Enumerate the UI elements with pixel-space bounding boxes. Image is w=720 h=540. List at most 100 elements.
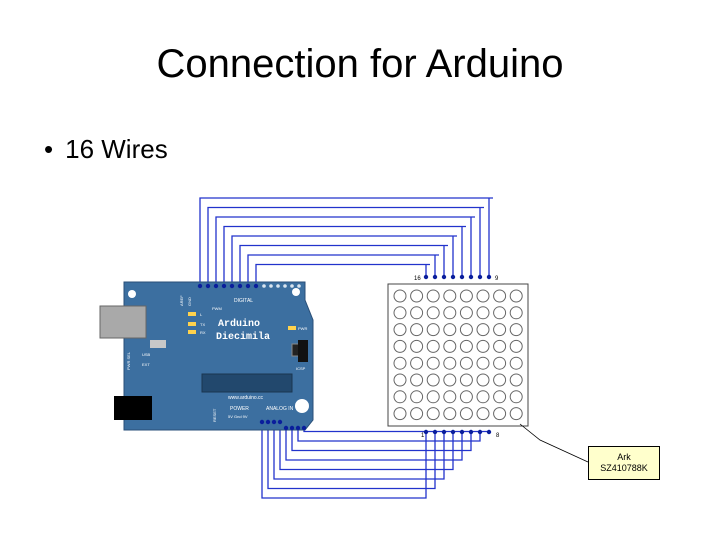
pin-dot bbox=[477, 429, 483, 435]
pin-dot bbox=[441, 274, 447, 280]
matrix-led bbox=[426, 339, 440, 353]
pin-dot bbox=[245, 283, 251, 289]
part-label-line2: SZ410788K bbox=[600, 463, 648, 473]
mount-hole bbox=[295, 399, 309, 413]
label-leader-line bbox=[519, 423, 589, 463]
matrix-led bbox=[493, 323, 507, 337]
pin-dot bbox=[423, 274, 429, 280]
matrix-led bbox=[393, 306, 407, 320]
matrix-led bbox=[476, 373, 490, 387]
wire bbox=[231, 235, 457, 286]
pin-dot bbox=[237, 283, 243, 289]
wire bbox=[247, 254, 439, 286]
matrix-led bbox=[443, 390, 457, 404]
wire bbox=[255, 263, 430, 286]
pin-dot bbox=[262, 284, 266, 288]
matrix-led bbox=[493, 373, 507, 387]
matrix-led bbox=[493, 356, 507, 370]
matrix-led bbox=[393, 289, 407, 303]
matrix-led bbox=[443, 373, 457, 387]
matrix-led bbox=[426, 373, 440, 387]
pin-1-label: 1 bbox=[421, 433, 425, 439]
matrix-led bbox=[443, 289, 457, 303]
matrix-led bbox=[410, 289, 424, 303]
matrix-led bbox=[443, 407, 457, 421]
matrix-led bbox=[509, 339, 523, 353]
matrix-bottom-pins bbox=[423, 429, 492, 435]
matrix-led bbox=[443, 306, 457, 320]
matrix-led bbox=[410, 407, 424, 421]
pin-dot bbox=[213, 283, 219, 289]
matrix-led bbox=[459, 306, 473, 320]
pin-dot bbox=[289, 425, 295, 431]
matrix-led bbox=[459, 289, 473, 303]
matrix-led bbox=[476, 289, 490, 303]
pin-dot bbox=[301, 425, 307, 431]
matrix-led bbox=[459, 407, 473, 421]
pin-16-label: 16 bbox=[414, 276, 421, 282]
pin-dot bbox=[295, 425, 301, 431]
label-tx: TX bbox=[200, 322, 205, 327]
matrix-led bbox=[410, 356, 424, 370]
pin-dot bbox=[205, 283, 211, 289]
matrix-grid bbox=[393, 289, 523, 421]
analog-pin-header bbox=[259, 419, 307, 431]
mount-hole bbox=[128, 290, 136, 298]
matrix-led bbox=[476, 407, 490, 421]
pin-dot bbox=[423, 429, 429, 435]
label-usb: USB bbox=[142, 352, 151, 357]
matrix-led bbox=[493, 407, 507, 421]
label-gnd: GND bbox=[187, 297, 192, 306]
board-name: Arduino bbox=[218, 318, 260, 330]
label-rx: RX bbox=[200, 330, 206, 335]
pin-dot bbox=[486, 429, 492, 435]
matrix-led bbox=[493, 306, 507, 320]
matrix-led bbox=[459, 339, 473, 353]
matrix-led bbox=[443, 339, 457, 353]
icsp-header bbox=[298, 340, 308, 362]
wire bbox=[215, 216, 475, 286]
matrix-body bbox=[387, 283, 529, 427]
pin-dot bbox=[486, 274, 492, 280]
matrix-led bbox=[393, 356, 407, 370]
pin-dot bbox=[459, 429, 465, 435]
pin-dot bbox=[477, 274, 483, 280]
pin-dot bbox=[229, 283, 235, 289]
pin-dot bbox=[265, 419, 271, 425]
matrix-led bbox=[393, 407, 407, 421]
label-pwr-sel: PWR SEL bbox=[126, 351, 131, 370]
pin-dot bbox=[459, 274, 465, 280]
matrix-led bbox=[426, 356, 440, 370]
matrix-led bbox=[443, 323, 457, 337]
matrix-led bbox=[410, 306, 424, 320]
matrix-led bbox=[509, 306, 523, 320]
pin-dot bbox=[197, 283, 203, 289]
matrix-led bbox=[509, 373, 523, 387]
pin-dot bbox=[283, 284, 287, 288]
matrix-led bbox=[509, 323, 523, 337]
mount-hole bbox=[292, 288, 300, 296]
pin-9-label: 9 bbox=[495, 276, 499, 282]
arduino-board: Arduino Diecimila www.arduino.cc DIGITAL… bbox=[99, 281, 314, 431]
pin-dot bbox=[468, 274, 474, 280]
label-pwr: PWR bbox=[298, 326, 307, 331]
bullet-text: 16 Wires bbox=[65, 134, 168, 164]
matrix-led bbox=[410, 339, 424, 353]
slide-title: Connection for Arduino bbox=[156, 42, 564, 86]
matrix-led bbox=[459, 373, 473, 387]
wire bbox=[239, 244, 448, 286]
wire bbox=[261, 422, 427, 499]
pin-dot bbox=[450, 429, 456, 435]
matrix-led bbox=[426, 390, 440, 404]
wire bbox=[223, 225, 466, 286]
bullet-item: •16 Wires bbox=[44, 134, 168, 165]
matrix-led bbox=[476, 339, 490, 353]
matrix-led bbox=[410, 373, 424, 387]
label-icsp: ICSP bbox=[296, 366, 306, 371]
pin-dot bbox=[432, 429, 438, 435]
matrix-led bbox=[493, 339, 507, 353]
label-analog-in: ANALOG IN bbox=[266, 406, 294, 412]
label-reset: RESET bbox=[212, 408, 217, 422]
matrix-led bbox=[443, 356, 457, 370]
matrix-led bbox=[393, 373, 407, 387]
